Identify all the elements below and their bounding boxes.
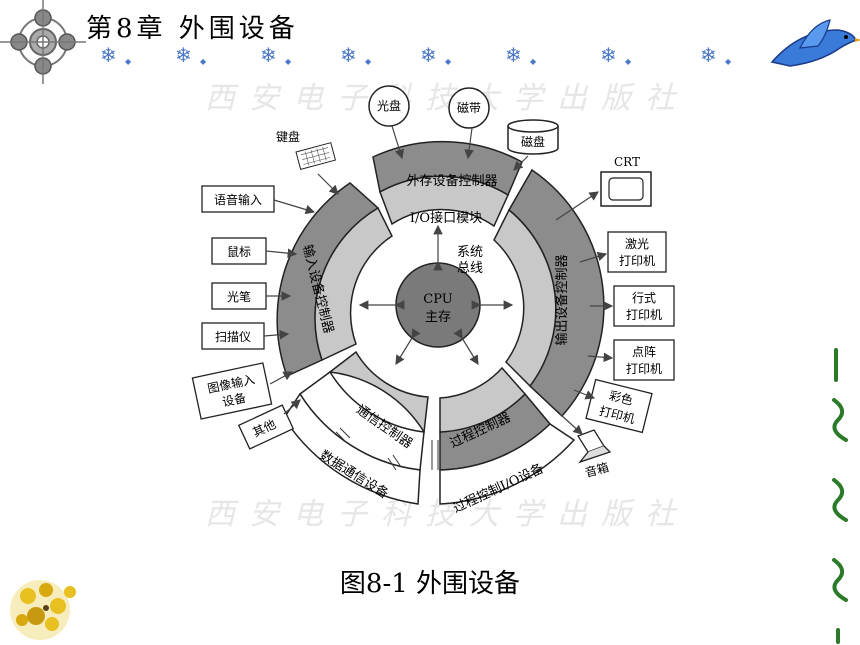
segment-input-inner: [314, 206, 393, 362]
flowers-decoration: [10, 580, 76, 640]
core-label-cpu: CPU: [423, 292, 452, 307]
label-output-controller: 输出设备控制器: [554, 254, 570, 345]
figure-caption: 图8-1 外围设备: [339, 569, 521, 599]
snowflake-icon: ❄: [100, 43, 117, 67]
snowflake-icon: ❄: [700, 43, 717, 67]
bird-icon: [770, 19, 860, 67]
device-voice-input: [201, 185, 275, 213]
snowflake-row: ❄ ◆ ❄ ◆ ❄ ◆ ❄ ◆ ❄ ◆ ❄ ◆ ❄ ◆ ❄ ◆: [100, 43, 732, 67]
segment-output-inner: [493, 208, 557, 388]
label-dot-printer-1: 点阵: [632, 345, 656, 359]
svg-text:◆: ◆: [365, 57, 372, 66]
device-light-pen: [211, 282, 267, 310]
label-storage-controller: 外存设备控制器: [406, 173, 497, 189]
label-speaker: 音箱: [583, 459, 610, 480]
system-bus-label-2: 总线: [457, 261, 483, 276]
label-voice-input: 语音输入: [214, 192, 262, 207]
label-mouse: 鼠标: [227, 245, 251, 259]
device-mouse: [211, 237, 267, 265]
segment-data-comm-device: [283, 392, 421, 505]
snowflake-icon: ❄: [340, 43, 357, 67]
snowflake-icon: ❄: [420, 43, 437, 67]
label-light-pen: 光笔: [227, 289, 251, 304]
snowflake-icon: ❄: [600, 43, 617, 67]
label-optical-disk: 光盘: [377, 98, 401, 113]
svg-text:◆: ◆: [125, 57, 132, 66]
device-color-printer: [585, 378, 653, 434]
label-disk: 磁盘: [521, 134, 545, 149]
keyboard-icon: [295, 142, 337, 170]
snowflake-icon: ❄: [175, 43, 192, 67]
device-laser-printer: [607, 231, 667, 273]
device-tape: [448, 87, 490, 129]
header-decoration: ❄ ◆ ❄ ◆ ❄ ◆ ❄ ◆ ❄ ◆ ❄ ◆ ❄ ◆ ❄ ◆: [0, 0, 860, 84]
label-image-input-2: 设备: [221, 391, 247, 410]
vine-decoration: [832, 348, 848, 644]
segment-io-module: [379, 175, 509, 228]
device-disk-cylinder: [507, 119, 559, 155]
label-line-printer-2: 打印机: [626, 308, 662, 322]
label-line-printer-1: 行式: [632, 291, 656, 305]
core-label-memory: 主存: [425, 310, 451, 325]
connector-marks: [335, 427, 439, 471]
bus-arrows: [358, 224, 514, 366]
device-image-input: [191, 362, 273, 420]
snowflake-icon: ❄: [260, 43, 277, 67]
label-color-printer-1: 彩色: [608, 388, 635, 407]
logo-icon: [0, 0, 86, 84]
label-dot-printer-2: 打印机: [626, 362, 662, 376]
segment-comm-inner: [328, 350, 429, 435]
device-optical-disk: [368, 85, 410, 127]
segment-process-io-device: [439, 423, 576, 505]
svg-text:◆: ◆: [625, 57, 632, 66]
label-tape: 磁带: [457, 100, 481, 115]
svg-text:◆: ◆: [725, 57, 732, 66]
svg-text:◆: ◆: [530, 57, 537, 66]
device-other: [237, 404, 295, 450]
label-laser-printer-2: 打印机: [619, 254, 655, 268]
svg-text:◆: ◆: [285, 57, 292, 66]
page-title: 第8章 外围设备: [86, 14, 299, 44]
svg-text:◆: ◆: [445, 57, 452, 66]
device-line-printer: [613, 285, 675, 327]
label-scanner: 扫描仪: [215, 330, 251, 344]
watermark-top: 西安电子科技大学出版社: [205, 81, 689, 116]
label-laser-printer-1: 激光: [625, 237, 649, 251]
device-dot-printer: [613, 339, 675, 381]
device-crt: [600, 171, 652, 207]
speaker-icon: [577, 429, 612, 464]
label-keyboard: 键盘: [276, 129, 300, 144]
label-crt: CRT: [614, 155, 640, 169]
label-io-module: I/O接口模块: [410, 210, 482, 226]
snowflake-icon: ❄: [505, 43, 522, 67]
segment-process-inner: [439, 366, 527, 433]
system-bus-label-1: 系统: [457, 245, 483, 260]
svg-text:◆: ◆: [200, 57, 207, 66]
